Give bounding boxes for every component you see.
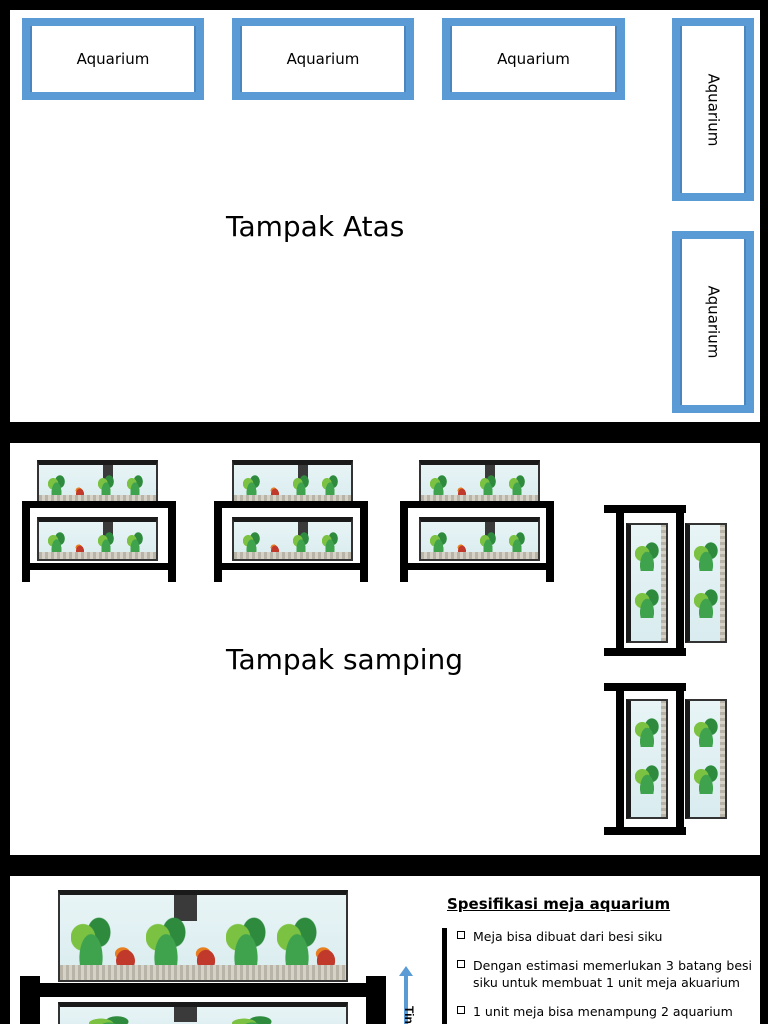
stand-leg — [366, 976, 386, 1024]
aquarium-photo — [58, 890, 348, 982]
stand-leg — [168, 501, 176, 582]
aquarium-image — [626, 699, 668, 819]
aquarium-label: Aquarium — [704, 285, 723, 359]
aquarium-image — [232, 460, 353, 504]
aquarium-image — [37, 517, 158, 561]
stand-leg — [22, 501, 30, 582]
stand-leg — [616, 505, 624, 656]
stand-shelf — [214, 501, 368, 508]
aquarium-image — [37, 460, 158, 504]
aquarium-image — [232, 517, 353, 561]
spec-item: 1 unit meja bisa menampung 2 aquarium — [457, 1003, 752, 1020]
stand-leg — [400, 501, 408, 582]
top-view-panel: Aquarium Aquarium Aquarium Aquarium Aqua… — [10, 10, 760, 422]
aquarium-photo — [58, 1002, 348, 1024]
aquarium-top-3: Aquarium — [442, 18, 625, 100]
aquarium-label: Aquarium — [497, 50, 570, 68]
side-view-panel: Tampak samping — [10, 443, 760, 855]
aquarium-image — [685, 699, 727, 819]
height-arrow-icon — [399, 966, 413, 1024]
spec-item: Dengan estimasi memerlukan 3 batang besi… — [457, 957, 752, 991]
aquarium-label: Aquarium — [76, 50, 150, 68]
detail-panel: Tin Spesifikasi meja aquarium Meja bisa … — [10, 876, 760, 1024]
stand-shelf — [604, 648, 686, 656]
stand-shelf — [400, 563, 554, 570]
stand-leg — [616, 683, 624, 835]
spec-item: Meja bisa dibuat dari besi siku — [457, 928, 752, 945]
checkbox-bullet-icon — [457, 960, 465, 968]
stand-shelf — [604, 505, 686, 513]
aquarium-image — [685, 523, 727, 643]
aquarium-top-2: Aquarium — [232, 18, 414, 100]
spec-item-text: Meja bisa dibuat dari besi siku — [473, 929, 663, 944]
stand-leg — [20, 976, 40, 1024]
stand-leg — [546, 501, 554, 582]
stand-shelf — [400, 501, 554, 508]
aquarium-image — [626, 523, 668, 643]
height-label: Tin — [402, 1006, 416, 1024]
spec-title: Spesifikasi meja aquarium — [447, 895, 671, 913]
stand-shelf — [604, 683, 686, 691]
aquarium-image — [419, 517, 540, 561]
aquarium-top-4: Aquarium — [672, 18, 754, 201]
checkbox-bullet-icon — [457, 1006, 465, 1014]
stand-shelf — [22, 501, 176, 508]
stand-shelf — [22, 563, 176, 570]
spec-item-text: 1 unit meja bisa menampung 2 aquarium — [473, 1004, 733, 1019]
aquarium-top-5: Aquarium — [672, 231, 754, 413]
stand-shelf — [20, 983, 386, 997]
stand-shelf — [604, 827, 686, 835]
stand-leg — [676, 505, 684, 656]
side-view-title: Tampak samping — [226, 643, 464, 676]
aquarium-label: Aquarium — [704, 73, 723, 146]
top-view-title: Tampak Atas — [226, 210, 405, 243]
stand-shelf — [214, 563, 368, 570]
spec-item-text: Dengan estimasi memerlukan 3 batang besi… — [473, 958, 752, 990]
aquarium-label: Aquarium — [286, 50, 360, 68]
spec-list: Meja bisa dibuat dari besi siku Dengan e… — [442, 928, 752, 1024]
stand-leg — [360, 501, 368, 582]
aquarium-image — [419, 460, 540, 504]
stand-leg — [214, 501, 222, 582]
checkbox-bullet-icon — [457, 931, 465, 939]
aquarium-top-1: Aquarium — [22, 18, 204, 100]
stand-leg — [676, 683, 684, 835]
